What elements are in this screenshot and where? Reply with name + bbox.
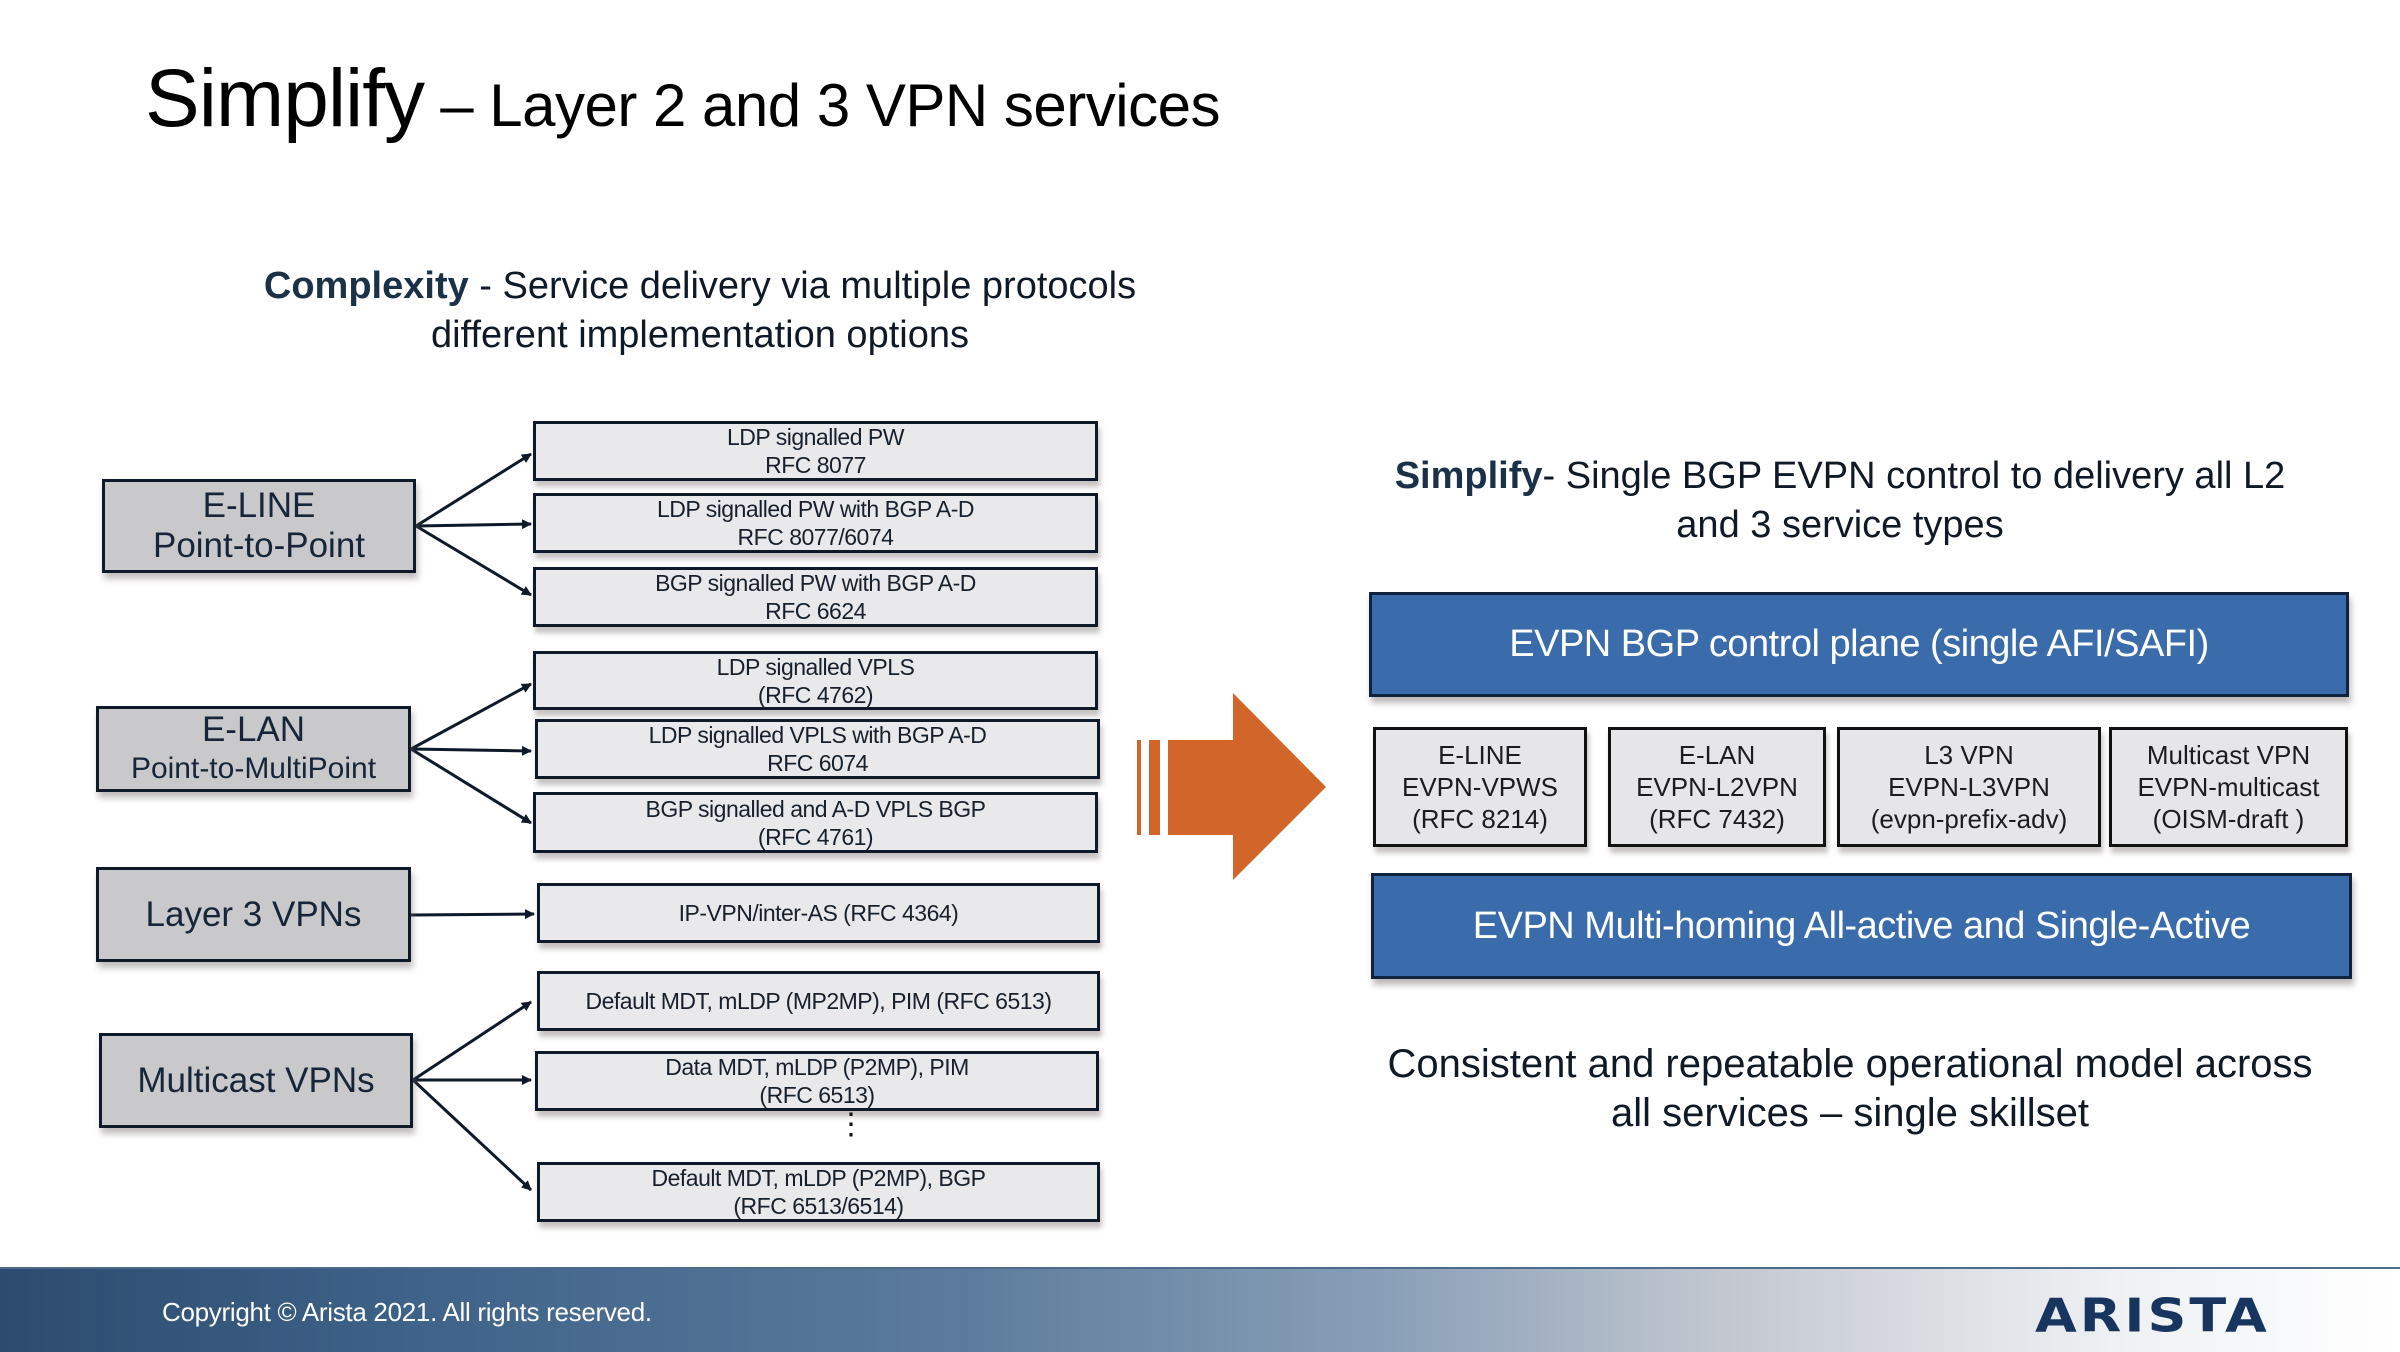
complexity-heading: Complexity - Service delivery via multip… <box>200 262 1200 360</box>
option-ip-vpn: IP-VPN/inter-AS (RFC 4364) <box>537 883 1100 943</box>
category-eline: E-LINE Point-to-Point <box>102 479 416 573</box>
option-rfc: RFC 6074 <box>767 750 868 776</box>
service-title: Multicast VPN <box>2146 740 2311 770</box>
option-text: LDP signalled PW with BGP A-D <box>656 496 975 522</box>
service-title: L3 VPN <box>1924 740 2014 770</box>
option-text: IP-VPN/inter-AS (RFC 4364) <box>678 900 959 926</box>
option-text: LDP signalled VPLS with BGP A-D <box>648 722 987 748</box>
ellipsis: ⋮ <box>836 1108 866 1141</box>
service-rfc: (OISM-draft ) <box>2152 804 2305 834</box>
summary-line1: Consistent and repeatable operational mo… <box>1387 1042 2313 1086</box>
category-layer3-vpns: Layer 3 VPNs <box>96 867 411 962</box>
category-title: Multicast VPNs <box>137 1060 375 1100</box>
arrow-eline-2 <box>415 519 532 530</box>
simplify-label: Simplify <box>1394 455 1543 497</box>
option-data-mdt-pim: Data MDT, mLDP (P2MP), PIM(RFC 6513) <box>535 1051 1099 1111</box>
connector-arrows <box>410 452 535 1192</box>
category-title: Layer 3 VPNs <box>145 894 362 934</box>
simplify-line1: - Single BGP EVPN control to delivery al… <box>1542 455 2286 497</box>
service-title: E-LINE <box>1438 740 1522 770</box>
arrow-eline-1 <box>415 452 532 528</box>
option-bgp-vpls: BGP signalled and A-D VPLS BGP(RFC 4761) <box>533 792 1098 853</box>
option-text: BGP signalled and A-D VPLS BGP <box>645 795 987 822</box>
title-subtitle: – Layer 2 and 3 VPN services <box>424 72 1220 139</box>
complexity-line2: different implementation options <box>431 314 969 356</box>
service-protocol: EVPN-L2VPN <box>1636 772 1798 802</box>
service-rfc: (evpn-prefix-adv) <box>1870 804 2068 834</box>
arrow-mcast-1 <box>412 1000 532 1082</box>
service-rfc: (RFC 8214) <box>1412 804 1548 834</box>
service-protocol: EVPN-VPWS <box>1401 772 1559 802</box>
option-text: Default MDT, mLDP (MP2MP), PIM (RFC 6513… <box>585 988 1052 1014</box>
category-title: E-LAN <box>201 710 306 749</box>
service-title: E-LAN <box>1678 740 1756 770</box>
arrow-mcast-3 <box>411 1078 533 1192</box>
option-text: Data MDT, mLDP (P2MP), PIM <box>665 1054 969 1080</box>
complexity-label: Complexity <box>263 265 469 307</box>
option-rfc: (RFC 6513) <box>759 1082 875 1108</box>
option-text: LDP signalled VPLS <box>716 653 915 680</box>
arrow-elan-1 <box>410 682 532 751</box>
service-protocol: EVPN-L3VPN <box>1888 772 2050 802</box>
arrow-elan-3 <box>410 747 532 825</box>
title-main: Simplify <box>145 53 425 144</box>
option-text: LDP signalled PW <box>727 424 904 450</box>
right-arrow-icon <box>1137 693 1326 880</box>
complexity-line1: - Service delivery via multiple protocol… <box>468 265 1137 307</box>
option-rfc: (RFC 4762) <box>757 681 874 708</box>
simplify-line2: and 3 service types <box>1676 504 2004 546</box>
option-text: BGP signalled PW with BGP A-D <box>655 570 976 596</box>
arista-logo: ARISTA <box>2035 1289 2270 1343</box>
footer: Copyright © Arista 2021. All rights rese… <box>0 1267 2400 1352</box>
evpn-multihoming-bar: EVPN Multi-homing All-active and Single-… <box>1371 873 2352 979</box>
arrow-l3vpn <box>410 909 535 920</box>
option-default-mdt-pim: Default MDT, mLDP (MP2MP), PIM (RFC 6513… <box>537 971 1100 1031</box>
option-rfc: (RFC 6513/6514) <box>733 1193 904 1219</box>
arrow-eline-3 <box>415 524 532 597</box>
service-rfc: (RFC 7432) <box>1649 804 1785 834</box>
option-default-mdt-bgp: Default MDT, mLDP (P2MP), BGP(RFC 6513/6… <box>537 1162 1100 1222</box>
evpn-control-plane-bar: EVPN BGP control plane (single AFI/SAFI) <box>1369 592 2349 697</box>
category-subtitle: Point-to-Point <box>152 526 366 565</box>
option-text: Default MDT, mLDP (P2MP), BGP <box>651 1165 987 1191</box>
category-elan: E-LAN Point-to-MultiPoint <box>96 706 411 792</box>
category-multicast-vpns: Multicast VPNs <box>99 1033 413 1128</box>
option-ldp-vpls: LDP signalled VPLS(RFC 4762) <box>533 651 1098 710</box>
category-title: E-LINE <box>202 486 316 525</box>
option-rfc: RFC 6624 <box>765 598 866 624</box>
option-rfc: RFC 8077/6074 <box>737 524 894 550</box>
option-rfc: (RFC 4761) <box>757 823 874 850</box>
simplify-heading: Simplify- Single BGP EVPN control to del… <box>1340 452 2340 550</box>
summary-line2: all services – single skillset <box>1611 1091 2089 1135</box>
option-rfc: RFC 8077 <box>765 452 866 478</box>
slide-title: Simplify – Layer 2 and 3 VPN services <box>145 52 1220 146</box>
summary-text: Consistent and repeatable operational mo… <box>1340 1040 2360 1138</box>
copyright-text: Copyright © Arista 2021. All rights rese… <box>162 1297 652 1327</box>
service-protocol: EVPN-multicast <box>2137 772 2320 802</box>
category-subtitle: Point-to-MultiPoint <box>130 752 377 785</box>
arrow-elan-2 <box>410 745 532 756</box>
